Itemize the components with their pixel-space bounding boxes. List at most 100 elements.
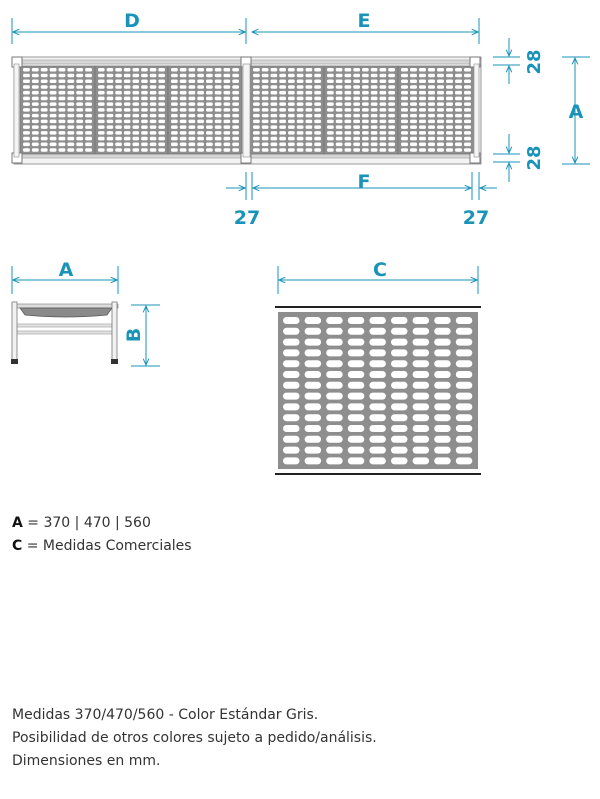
slot	[132, 131, 140, 135]
slot	[388, 73, 395, 78]
slot	[232, 136, 239, 141]
slot	[464, 108, 471, 112]
detail-slot	[304, 425, 322, 432]
slot	[123, 113, 131, 118]
note-line: Medidas 370/470/560 - Color Estándar Gri…	[12, 707, 319, 723]
detail-slot	[326, 457, 343, 465]
slot	[428, 102, 435, 106]
slot	[253, 136, 260, 141]
detail-slot	[326, 349, 343, 357]
slot	[171, 136, 178, 141]
slot	[455, 90, 462, 95]
slot	[223, 68, 231, 72]
slot	[188, 73, 196, 78]
slot	[379, 85, 387, 89]
slot	[455, 96, 462, 101]
detail-slot	[369, 371, 386, 378]
slot	[270, 113, 278, 118]
slot	[98, 108, 105, 112]
slot	[419, 85, 426, 89]
note-line: Dimensiones en mm.	[12, 753, 161, 769]
slot	[171, 85, 178, 89]
slot	[115, 73, 122, 78]
side-crossbar	[15, 323, 114, 328]
slot	[370, 79, 378, 83]
side-leg-left	[11, 301, 18, 361]
slot	[158, 96, 165, 101]
slot	[98, 119, 105, 124]
slot	[464, 102, 471, 106]
detail-slot	[455, 317, 473, 324]
slot	[327, 79, 334, 83]
slot	[23, 85, 30, 89]
slot	[464, 85, 471, 89]
slot	[401, 85, 408, 89]
detail-slot	[434, 403, 451, 411]
slot	[149, 108, 157, 112]
slot	[362, 90, 369, 95]
slot	[141, 85, 148, 89]
slot	[288, 125, 295, 129]
slot	[270, 79, 278, 83]
slot	[214, 96, 222, 101]
label-a: A	[569, 101, 584, 123]
slot	[437, 148, 444, 152]
slot	[85, 113, 92, 118]
slot	[437, 96, 444, 101]
slot	[40, 102, 48, 106]
slot	[410, 90, 417, 95]
slot	[370, 125, 378, 129]
slot	[67, 125, 75, 129]
detail-slot	[347, 338, 365, 346]
slot	[49, 68, 57, 72]
slot	[419, 119, 426, 124]
slot	[370, 131, 378, 135]
slot	[437, 90, 444, 95]
legend-text: = Medidas Comerciales	[22, 538, 192, 554]
slot	[197, 90, 204, 95]
slot	[353, 131, 360, 135]
slot	[76, 68, 84, 72]
slot	[410, 125, 417, 129]
slot	[40, 131, 48, 135]
detail-slot	[455, 425, 473, 432]
slot	[223, 102, 231, 106]
slot	[353, 148, 360, 152]
slot	[270, 96, 278, 101]
slot	[261, 136, 269, 141]
slot	[419, 113, 426, 118]
slot	[419, 131, 426, 135]
slot	[296, 108, 304, 112]
slot	[98, 85, 105, 89]
slot	[464, 79, 471, 83]
grating-panel	[94, 65, 169, 155]
slot	[270, 108, 278, 112]
slot	[40, 68, 48, 72]
slot	[223, 125, 231, 129]
slot	[379, 68, 387, 72]
slot	[206, 131, 213, 135]
slot	[353, 136, 360, 141]
slot	[388, 125, 395, 129]
slot	[288, 108, 295, 112]
slot	[214, 113, 222, 118]
slot	[158, 131, 165, 135]
slot	[253, 85, 260, 89]
slot	[49, 79, 57, 83]
slot	[31, 148, 39, 152]
grating-panel	[19, 65, 96, 155]
slot	[141, 131, 148, 135]
detail-slot	[347, 403, 365, 411]
slot	[288, 79, 295, 83]
slot	[223, 90, 231, 95]
slot	[206, 73, 213, 78]
slot	[67, 142, 75, 147]
slot	[437, 108, 444, 112]
slot	[327, 68, 334, 72]
slot	[76, 102, 84, 106]
slot	[370, 96, 378, 101]
slot	[388, 96, 395, 101]
slot	[132, 113, 140, 118]
slot	[464, 125, 471, 129]
slot	[305, 142, 313, 147]
